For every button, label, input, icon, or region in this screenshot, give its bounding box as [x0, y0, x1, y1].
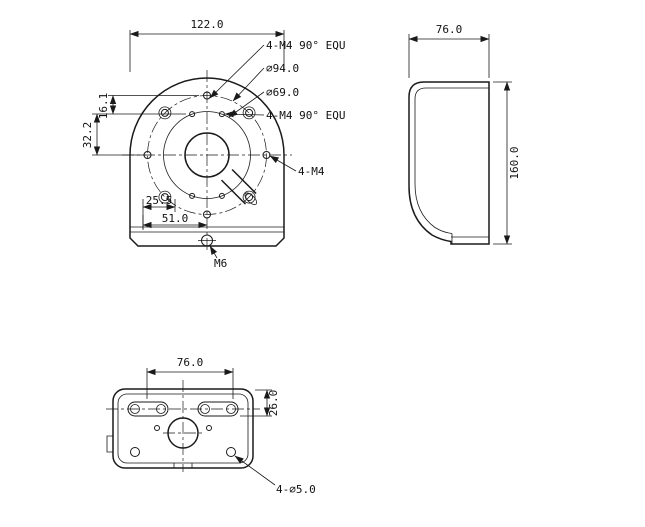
dim-16-1-text: 16.1 — [97, 93, 110, 120]
dim-16-1: 16.1 — [92, 93, 199, 120]
bolt-hole — [203, 210, 211, 219]
callout-bolt-circle-text: ∅94.0 — [266, 62, 299, 75]
side-profile-outline — [408, 81, 490, 245]
m4-hole — [218, 111, 225, 118]
m6-leader: M6 — [209, 245, 227, 270]
corner-hole — [226, 447, 236, 457]
dim-32-2-text: 32.2 — [81, 122, 94, 149]
side-tab — [106, 435, 113, 453]
front-body-outline — [129, 77, 285, 247]
side-dim-76: 76.0 — [408, 23, 490, 78]
dim-122-text: 122.0 — [190, 18, 223, 31]
bolt-hole — [245, 108, 254, 117]
front-view: 122.0 16.1 32.2 25.5 51.0 — [81, 18, 345, 270]
m4-hole — [189, 192, 196, 199]
bottom-dim-26-text: 26.0 — [267, 390, 280, 417]
dim-25-5: 25.5 — [142, 194, 176, 230]
dim-51-0: 51.0 — [142, 212, 208, 229]
bottom-view: 76.0 26.0 4-∅5.0 — [106, 356, 316, 496]
callout-top-holes-text: 4-M4 90° EQU — [266, 39, 345, 52]
small-screw-hole — [206, 425, 212, 431]
dim-122: 122.0 — [129, 18, 285, 72]
bolt-circle-d94 — [147, 95, 267, 215]
callout-inner-circle-text: ∅69.0 — [266, 86, 299, 99]
m4-hole — [218, 192, 225, 199]
callout-top-holes: 4-M4 90° EQU — [209, 39, 345, 99]
m4-hole — [189, 111, 196, 118]
side-dim-76-text: 76.0 — [436, 23, 463, 36]
inner-circle-d69 — [163, 111, 251, 199]
center-hole — [184, 132, 230, 178]
small-screw-hole — [154, 425, 160, 431]
side-dim-160: 160.0 — [493, 81, 521, 245]
bottom-dim-26: 26.0 — [240, 389, 280, 417]
side-dim-160-text: 160.0 — [508, 146, 521, 179]
callout-bolt-circle: ∅94.0 — [232, 62, 299, 102]
callout-inner-circle: ∅69.0 — [228, 86, 299, 118]
counterbore — [242, 190, 256, 204]
corner-hole — [130, 447, 140, 457]
bottom-dim-76: 76.0 — [146, 356, 234, 399]
cable-tube — [220, 168, 258, 206]
counterbore — [158, 106, 172, 120]
dim-32-2: 32.2 — [81, 113, 146, 156]
bottom-hole-callout: 4-∅5.0 — [234, 455, 316, 496]
bolt-hole — [160, 193, 169, 202]
m6-text: M6 — [214, 257, 227, 270]
callout-mid-holes: 4-M4 90° EQU — [224, 109, 345, 122]
side-inner-contour — [414, 87, 489, 234]
callout-side-holes: 4-M4 — [269, 155, 325, 178]
bolt-hole — [160, 108, 169, 117]
dim-51-0-text: 51.0 — [162, 212, 189, 225]
dim-25-5-text: 25.5 — [146, 194, 173, 207]
counterbore — [242, 106, 256, 120]
bottom-dim-76-text: 76.0 — [177, 356, 204, 369]
counterbore — [158, 190, 172, 204]
bottom-hole-callout-text: 4-∅5.0 — [276, 483, 316, 496]
callout-mid-holes-text: 4-M4 90° EQU — [266, 109, 345, 122]
bolt-hole — [262, 151, 271, 159]
bottom-inner-outline — [117, 393, 249, 464]
side-view: 76.0 160.0 — [408, 23, 521, 245]
callout-side-holes-text: 4-M4 — [298, 165, 325, 178]
